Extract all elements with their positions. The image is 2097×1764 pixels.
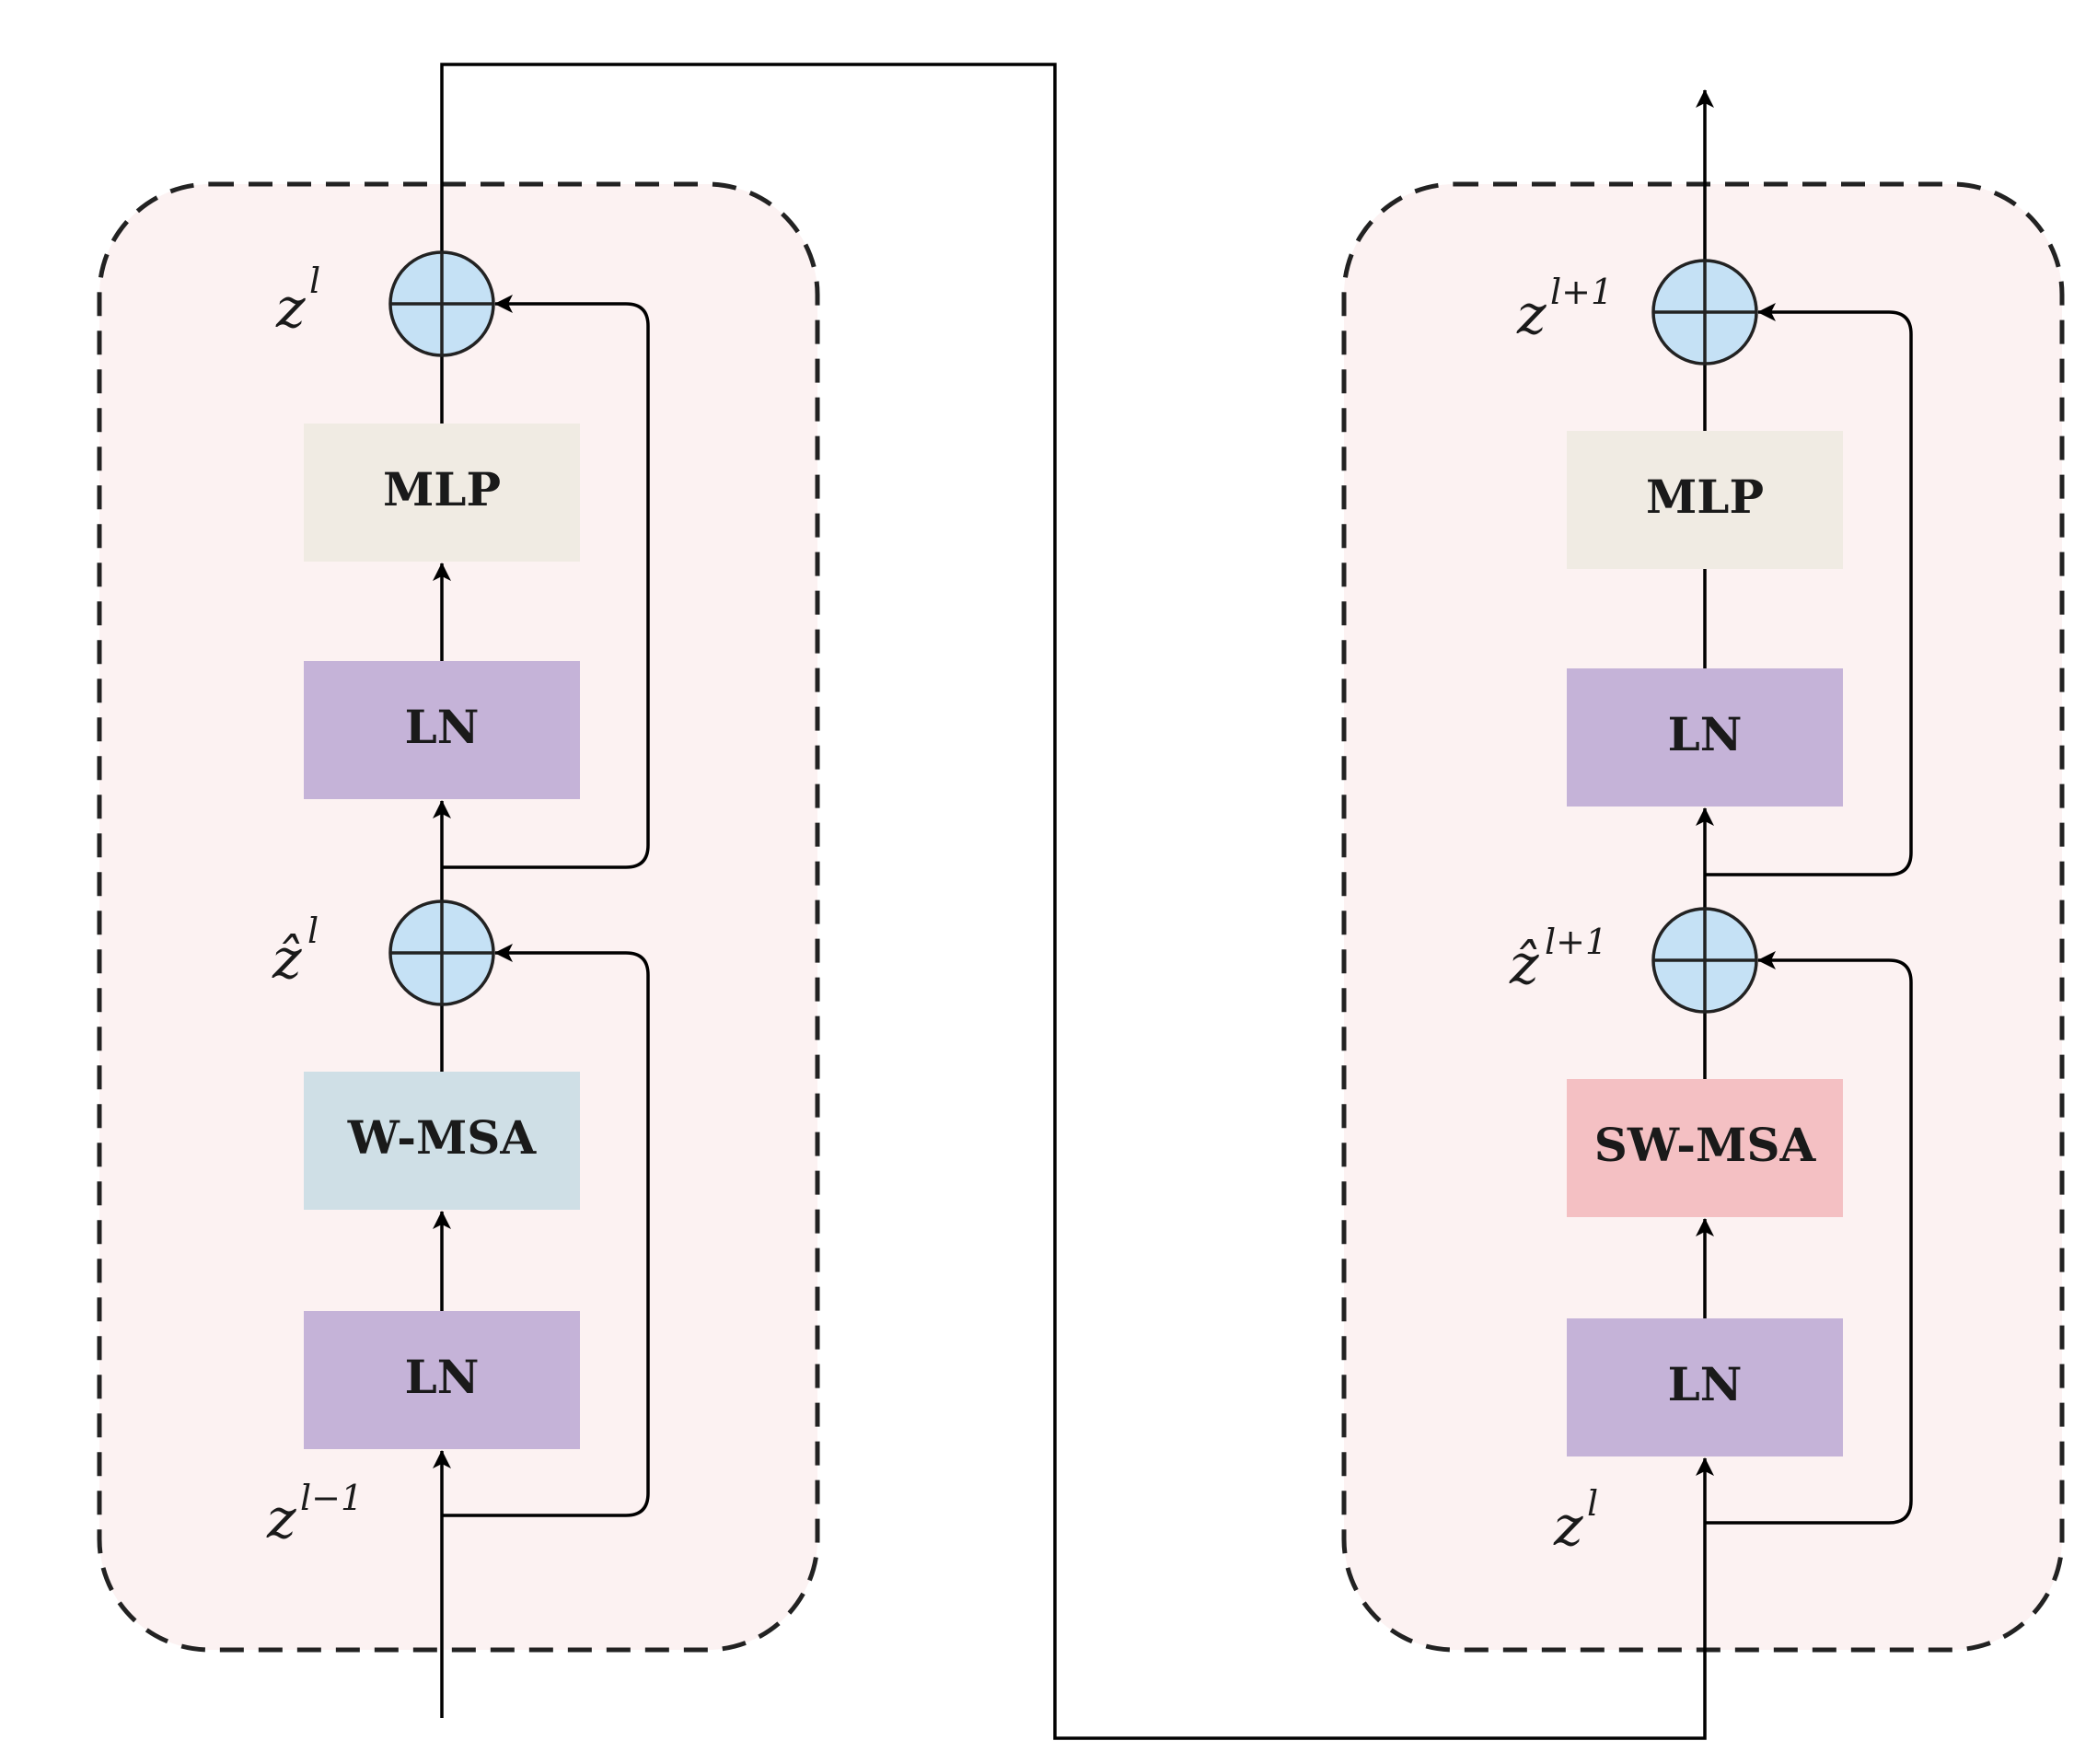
right-residual-1 [1705, 951, 1913, 1525]
right-ln-bottom-box [1567, 1318, 1843, 1456]
svg-text:l−1: l−1 [300, 1478, 363, 1518]
right-ln-top-box [1567, 668, 1843, 807]
right-mid-adder-icon [1651, 907, 1758, 1014]
left-ln-top-label: LN [405, 700, 480, 754]
right-top-adder-icon [1651, 259, 1758, 366]
left-out-var-label: z l [275, 261, 320, 341]
left-residual-2 [442, 295, 650, 869]
left-mlp-label: MLP [383, 462, 501, 516]
left-wmsa-label: W-MSA [347, 1110, 538, 1165]
right-mid-var-label: ẑ l+1 [1509, 922, 1607, 997]
left-top-adder-icon [388, 250, 495, 357]
right-swmsa-box [1567, 1079, 1843, 1217]
svg-text:z: z [266, 1487, 296, 1551]
inter-block-connector [440, 63, 1714, 1740]
right-ln-top-label: LN [1668, 707, 1743, 761]
right-residual-2 [1705, 303, 1913, 876]
left-residual-1 [442, 944, 650, 1517]
left-mlp-box [304, 424, 580, 562]
svg-text:ẑ: ẑ [1509, 933, 1539, 997]
right-mlp-box [1567, 431, 1843, 569]
left-wmsa-box [304, 1072, 580, 1210]
svg-text:ẑ: ẑ [272, 927, 302, 992]
left-ln-top-box [304, 661, 580, 799]
left-mid-adder-icon [388, 899, 495, 1006]
left-ln-bottom-box [304, 1311, 580, 1449]
right-mlp-label: MLP [1646, 470, 1764, 524]
svg-text:z: z [1516, 283, 1547, 347]
right-out-var-label: z l+1 [1516, 272, 1613, 347]
right-ln-bottom-label: LN [1668, 1357, 1743, 1411]
right-in-var-label: z l [1553, 1483, 1598, 1559]
svg-text:l: l [309, 261, 320, 301]
svg-text:z: z [275, 276, 306, 341]
left-in-var-label: z l−1 [266, 1478, 363, 1551]
svg-text:l+1: l+1 [1545, 922, 1607, 962]
right-swmsa-label: SW-MSA [1594, 1118, 1817, 1172]
svg-text:l: l [1587, 1483, 1598, 1524]
svg-text:l+1: l+1 [1550, 272, 1613, 312]
svg-text:l: l [307, 911, 319, 951]
left-mid-var-label: ẑ l [272, 911, 319, 992]
svg-text:z: z [1553, 1494, 1583, 1559]
left-ln-bottom-label: LN [405, 1350, 480, 1404]
